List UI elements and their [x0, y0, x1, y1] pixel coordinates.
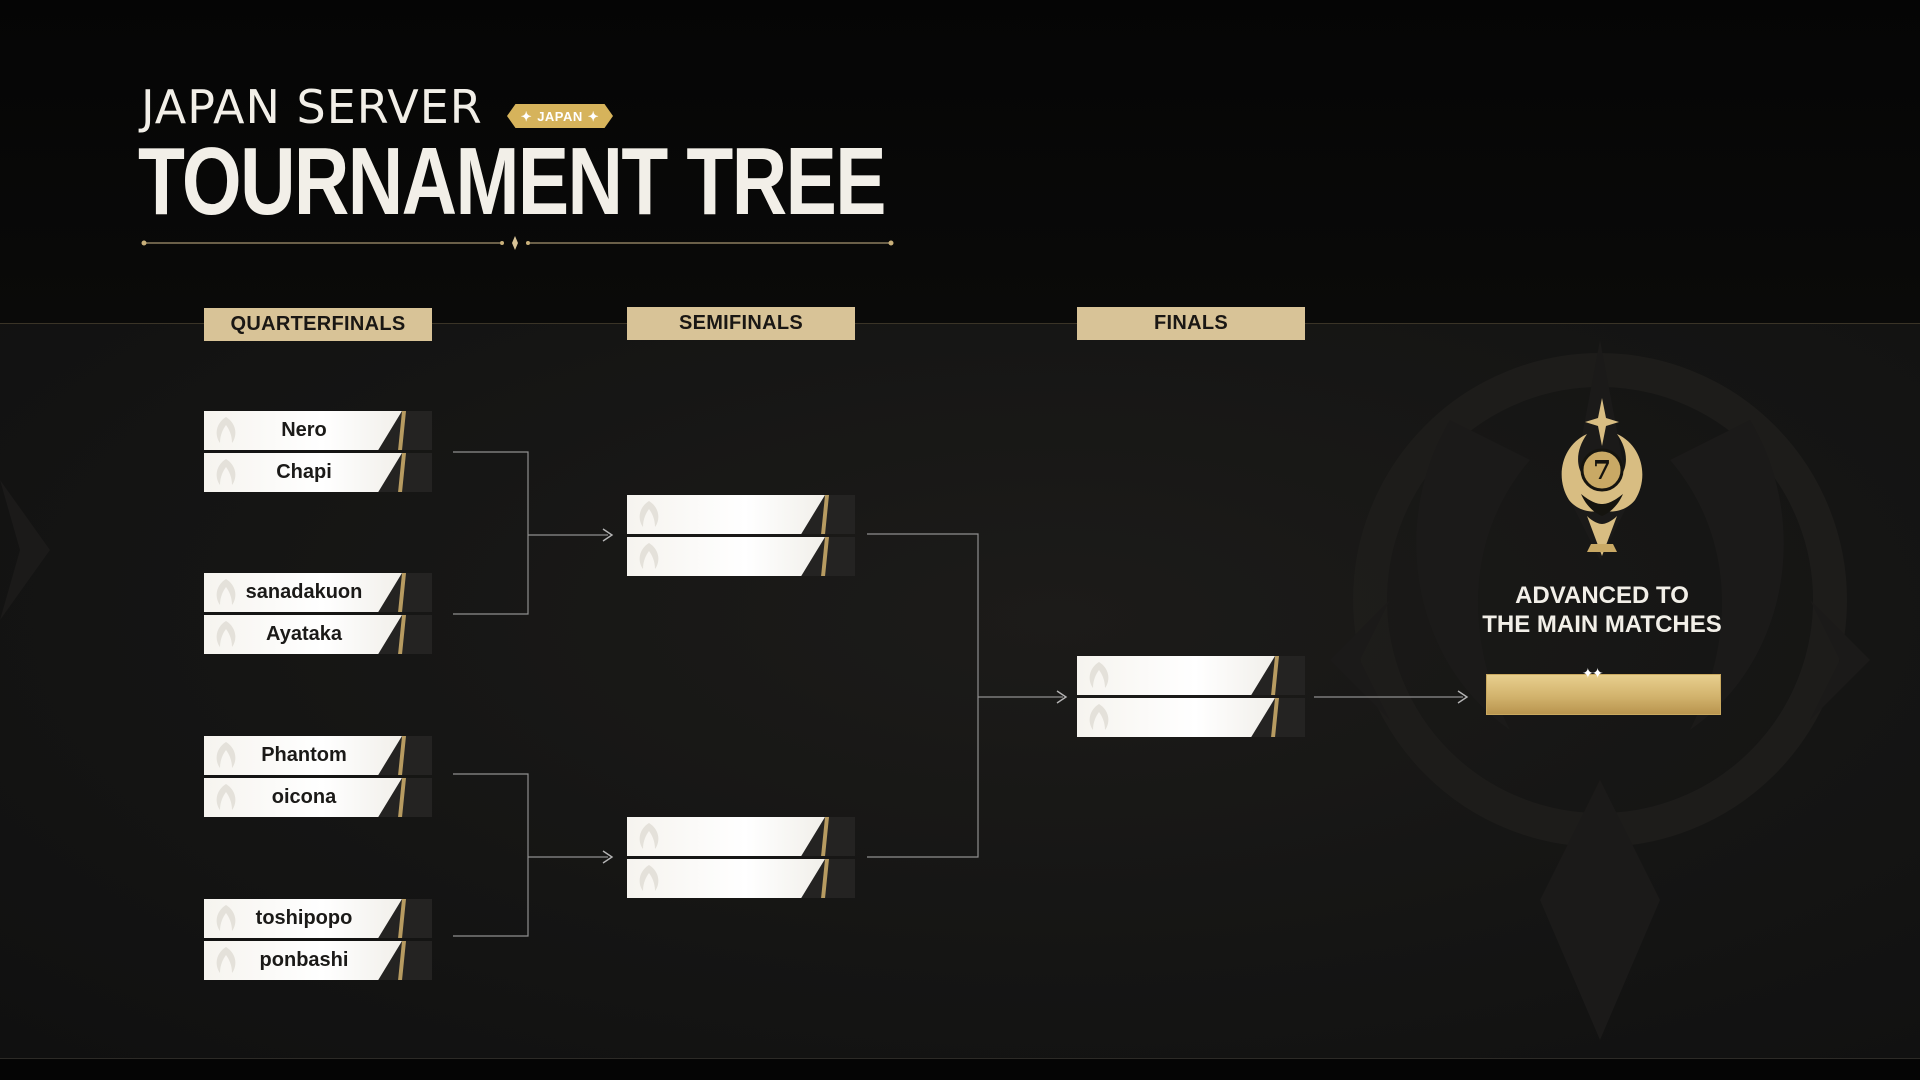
crest-icon — [216, 947, 236, 973]
crest-icon — [216, 621, 236, 647]
crest-icon — [639, 823, 659, 849]
player-name: ponbashi — [259, 949, 349, 971]
crest-icon — [216, 579, 236, 605]
player-name — [1107, 698, 1247, 737]
advanced-label: ADVANCED TO THE MAIN MATCHES — [1440, 581, 1764, 639]
player-name: Nero — [281, 419, 327, 441]
player-name: toshipopo — [255, 907, 353, 929]
page-title: TOURNAMENT TREE — [138, 128, 886, 235]
player-name — [657, 859, 797, 898]
player-name — [657, 817, 797, 856]
crest-icon — [216, 905, 236, 931]
header-background — [0, 0, 1920, 323]
winner-slot[interactable] — [1486, 674, 1721, 715]
player-slot[interactable] — [627, 495, 855, 534]
round-label-finals: FINALS — [1077, 307, 1305, 340]
player-name: Phantom — [261, 744, 347, 766]
player-name: Ayataka — [266, 623, 342, 645]
crest-icon — [216, 784, 236, 810]
advanced-line-1: ADVANCED TO — [1515, 582, 1689, 609]
player-slot[interactable]: toshipopo — [204, 899, 432, 938]
sparkle-icon: ✦ — [520, 108, 533, 124]
round-label-quarterfinals: QUARTERFINALS — [204, 308, 432, 341]
sparkle-icon: ✦✦ — [1582, 665, 1604, 681]
advanced-line-2: THE MAIN MATCHES — [1482, 611, 1722, 638]
player-name — [1107, 656, 1247, 695]
svg-text:7: 7 — [1593, 456, 1611, 486]
crest-icon — [639, 865, 659, 891]
player-name — [657, 537, 797, 576]
crest-icon — [1089, 704, 1109, 730]
region-badge: ✦ JAPAN ✦ — [507, 104, 613, 128]
sparkle-icon: ✦ — [587, 108, 600, 124]
player-name: sanadakuon — [245, 581, 363, 603]
player-slot[interactable] — [627, 859, 855, 898]
player-name — [657, 495, 797, 534]
crest-icon — [216, 417, 236, 443]
crest-icon — [216, 742, 236, 768]
round-label-semifinals: SEMIFINALS — [627, 307, 855, 340]
footer-band — [0, 1059, 1920, 1080]
crest-icon — [1089, 662, 1109, 688]
player-slot[interactable] — [1077, 698, 1305, 737]
trophy-icon: 7 — [1561, 398, 1643, 556]
region-badge-label: JAPAN — [537, 108, 583, 124]
header-divider — [141, 236, 894, 250]
player-slot[interactable]: Nero — [204, 411, 432, 450]
player-slot[interactable]: Ayataka — [204, 615, 432, 654]
background-ornament-icon — [0, 480, 50, 620]
crest-icon — [639, 501, 659, 527]
background-emblem-icon — [1330, 340, 1870, 1040]
player-slot[interactable]: sanadakuon — [204, 573, 432, 612]
player-slot[interactable] — [1077, 656, 1305, 695]
player-slot[interactable]: Chapi — [204, 453, 432, 492]
player-name: Chapi — [276, 461, 332, 483]
crest-icon — [639, 543, 659, 569]
player-slot[interactable] — [627, 537, 855, 576]
player-slot[interactable]: ponbashi — [204, 941, 432, 980]
player-slot[interactable]: Phantom — [204, 736, 432, 775]
player-slot[interactable] — [627, 817, 855, 856]
player-name: oicona — [271, 786, 337, 808]
player-slot[interactable]: oicona — [204, 778, 432, 817]
server-subtitle: JAPAN SERVER — [141, 80, 483, 134]
crest-icon — [216, 459, 236, 485]
